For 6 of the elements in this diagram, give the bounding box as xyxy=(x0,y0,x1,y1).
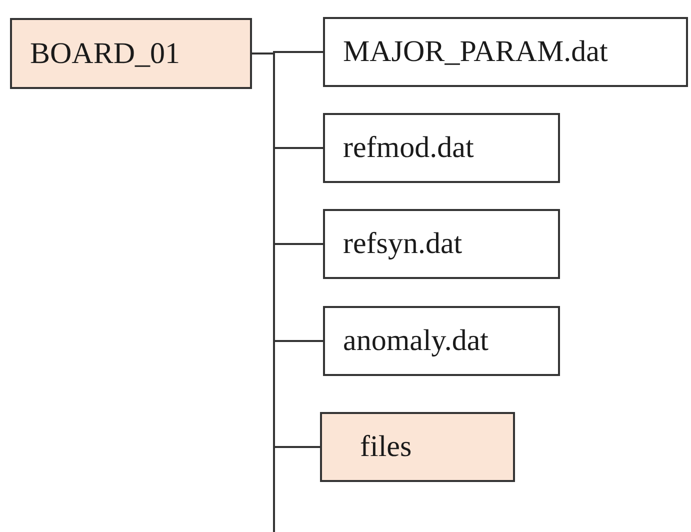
file-box: anomaly.dat xyxy=(323,306,560,376)
file-box: refsyn.dat xyxy=(323,209,560,279)
file-box: BOARD_01 xyxy=(10,18,252,89)
file-box: refmod.dat xyxy=(323,113,560,183)
file-box: MAJOR_PARAM.dat xyxy=(323,17,688,87)
file-box: files xyxy=(320,412,515,482)
